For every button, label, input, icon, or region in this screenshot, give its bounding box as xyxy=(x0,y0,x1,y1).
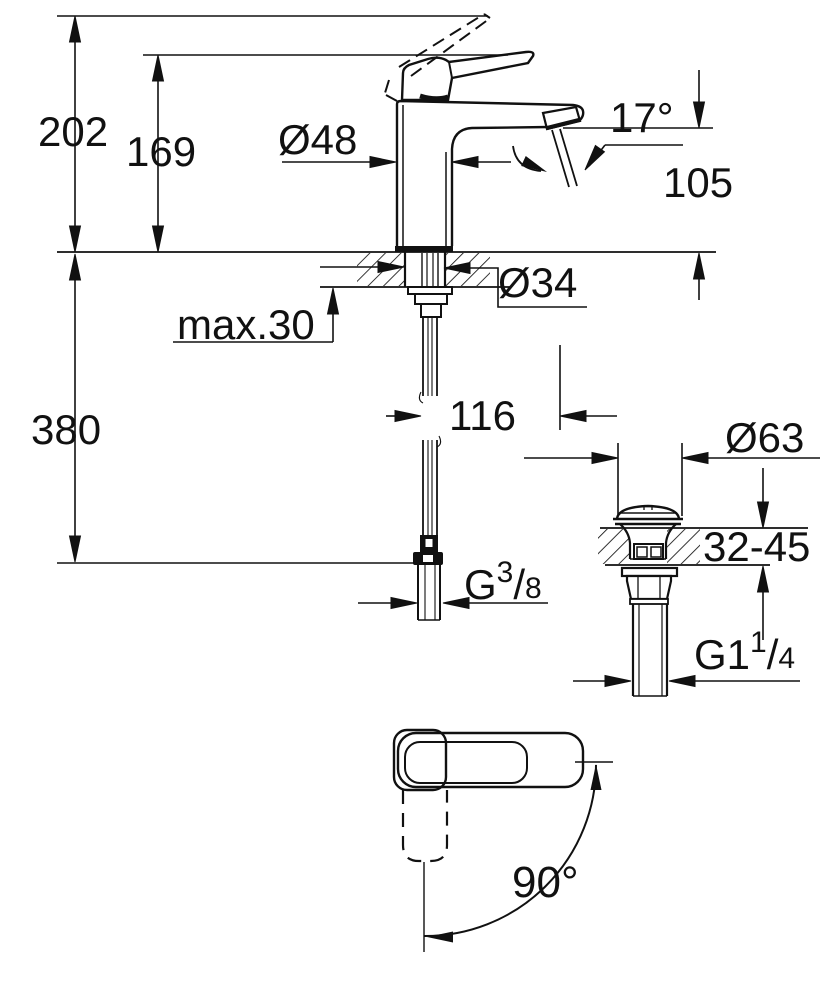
dim-label-lever-height: 169 xyxy=(126,128,197,175)
swing-arc xyxy=(423,764,597,938)
dim-label-hole-diameter: Ø34 xyxy=(498,259,578,306)
dim-label-waste-flange-diameter: Ø63 xyxy=(725,414,805,461)
waste-thread-prefix: G1 xyxy=(694,631,751,678)
dim-label-spout-angle: 17° xyxy=(610,94,674,141)
faucet-front-view xyxy=(384,13,585,252)
handle-top-view xyxy=(392,728,613,952)
supply-thread-slash: / xyxy=(513,561,526,608)
dim-label-supply-length: 380 xyxy=(31,406,102,453)
dim-label-total-height: 202 xyxy=(38,108,109,155)
dim-label-waste-deck-range: 32-45 xyxy=(703,523,811,570)
supply-thread-denominator: 8 xyxy=(525,572,542,605)
faucet-base-plate xyxy=(395,246,453,252)
aerator xyxy=(541,105,582,131)
dim-label-spout-height: 105 xyxy=(663,159,734,206)
waste-thread-numerator: 1 xyxy=(750,626,767,659)
supply-thread-prefix: G xyxy=(464,561,497,608)
dim-label-supply-thread: G 3 / 8 xyxy=(464,556,542,606)
supply-thread-numerator: 3 xyxy=(496,556,514,589)
dimension-lines xyxy=(57,15,820,687)
waste-thread-denominator: 4 xyxy=(778,642,796,675)
under-counter-supply xyxy=(407,286,453,621)
water-stream-line xyxy=(551,129,570,188)
waste-thread-slash: / xyxy=(766,631,779,678)
handle-lever xyxy=(400,50,535,102)
dim-label-waste-thread: G1 1 / 4 xyxy=(694,626,795,676)
dim-label-spout-reach: 116 xyxy=(449,392,516,439)
dim-label-max-deck-thickness: max.30 xyxy=(177,301,315,348)
handle-dashed-position xyxy=(401,790,449,863)
dim-label-body-diameter: Ø48 xyxy=(278,116,358,163)
dim-label-handle-swing-angle: 90° xyxy=(512,858,579,907)
drain-assembly xyxy=(598,504,808,697)
